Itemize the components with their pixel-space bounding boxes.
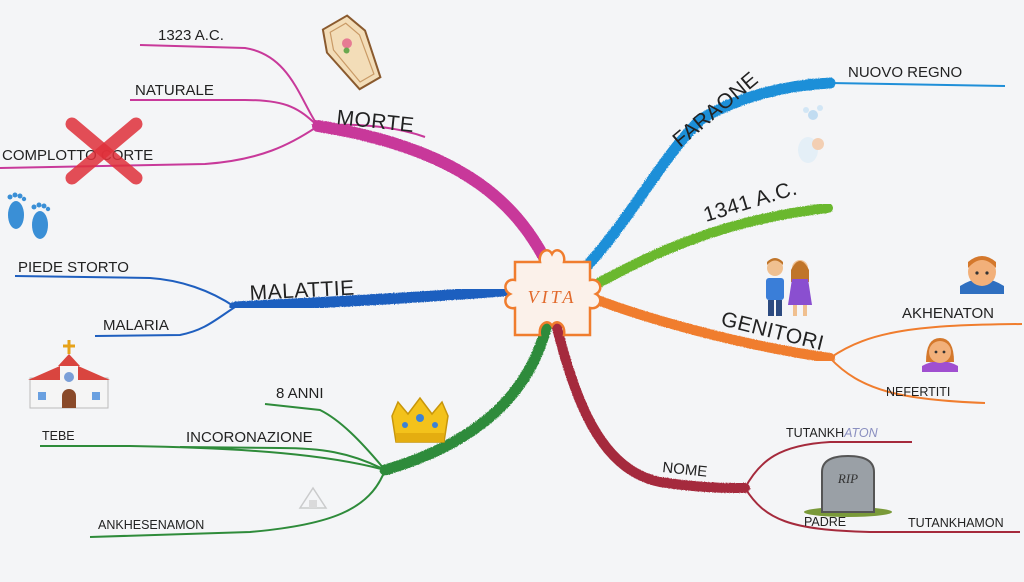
branch-incoronazione: 8 ANNI INCORONAZIONE TEBE ANKHESENAMON bbox=[40, 314, 554, 538]
leaf-tutankhamon: TUTANKHAMON bbox=[908, 516, 1004, 530]
leaf-piede-storto: PIEDE STORTO bbox=[18, 259, 129, 276]
puzzle-piece-icon bbox=[504, 249, 602, 337]
leaf-tebe: TEBE bbox=[42, 429, 75, 443]
tombstone-text: RIP bbox=[837, 471, 858, 486]
leaf-nefertiti: NEFERTITI bbox=[886, 385, 950, 399]
leaf-akhenaton: AKHENATON bbox=[902, 305, 994, 322]
branch-morte: MORTE 1323 A.C. NATURALE COMPLOTTO CORTE bbox=[0, 27, 554, 271]
pyramid-sketch-icon bbox=[298, 486, 328, 509]
leaf-naturale: NATURALE bbox=[135, 82, 214, 99]
leaf-incoronazione: INCORONAZIONE bbox=[186, 429, 313, 446]
cross-mark-icon bbox=[65, 117, 143, 185]
crown-icon bbox=[391, 396, 449, 443]
leaf-nuovo-regno: NUOVO REGNO bbox=[848, 64, 962, 81]
branch-1341: 1341 A.C. bbox=[590, 177, 833, 290]
coffin-icon bbox=[321, 14, 382, 91]
leaf-malaria: MALARIA bbox=[103, 317, 169, 334]
footprints-icon bbox=[7, 192, 51, 239]
branch-label-nome: NOME bbox=[662, 459, 709, 481]
man-icon bbox=[960, 256, 1004, 294]
stork-icon bbox=[798, 105, 824, 163]
leaf-tutankhaton: TUTANKHATON bbox=[786, 426, 879, 440]
center-node: VITA bbox=[504, 249, 602, 337]
leaf-8-anni: 8 ANNI bbox=[276, 385, 324, 402]
church-icon bbox=[28, 340, 110, 409]
woman-icon bbox=[922, 338, 958, 372]
leaf-1323: 1323 A.C. bbox=[158, 27, 224, 44]
branch-malattie: MALATTIE PIEDE STORTO MALARIA bbox=[14, 259, 521, 337]
leaf-ankhesenamon: ANKHESENAMON bbox=[98, 518, 204, 532]
couple-icon bbox=[766, 258, 812, 316]
branch-faraone: FARAONE NUOVO REGNO bbox=[579, 64, 1006, 274]
leaf-complotto: COMPLOTTO CORTE bbox=[2, 147, 153, 164]
branch-nome: NOME TUTANKHATON PADRE TUTANKHAMON bbox=[550, 315, 1020, 533]
center-label: VITA bbox=[528, 287, 577, 307]
branch-label-faraone: FARAONE bbox=[668, 67, 762, 151]
leaf-padre: PADRE bbox=[804, 515, 846, 529]
tombstone-icon: RIP bbox=[804, 454, 892, 517]
branch-label-malattie: MALATTIE bbox=[249, 277, 355, 305]
